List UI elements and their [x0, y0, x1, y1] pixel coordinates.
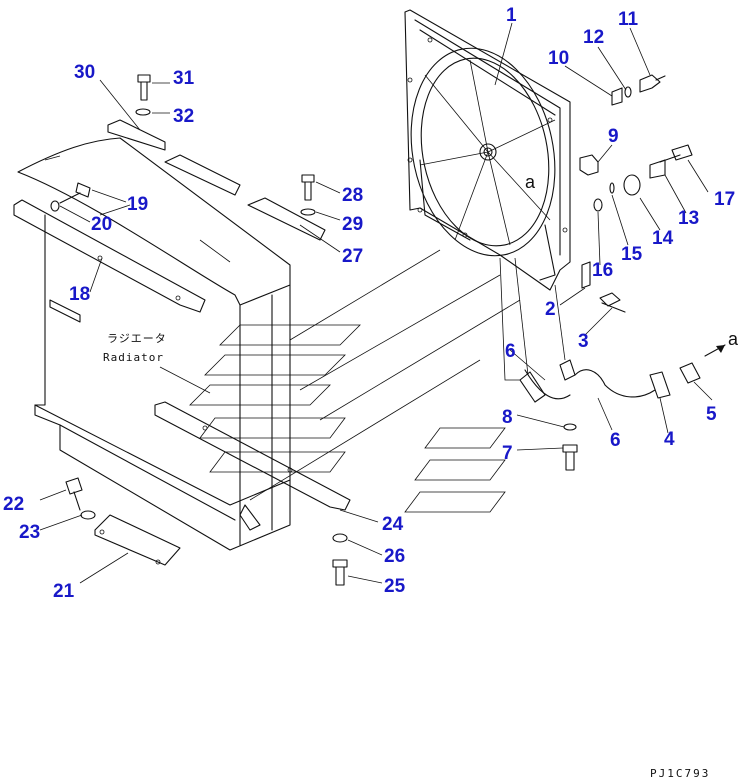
callout-4: 4	[664, 429, 675, 450]
callout-14: 14	[652, 228, 674, 249]
callout-8: 8	[502, 407, 513, 428]
callout-16: 16	[592, 260, 613, 281]
callout-10: 10	[548, 48, 569, 69]
callout-30: 30	[74, 62, 95, 83]
fan-shroud	[404, 9, 726, 471]
callout-20: 20	[91, 214, 112, 235]
callout-numbers: 1 2 3 4 5 6 6 7 8 9 10 11 12 13 14 15 16…	[3, 5, 735, 602]
callout-6-right: 6	[610, 430, 621, 451]
callout-2: 2	[545, 299, 556, 320]
drawing-code: PJ1C793	[650, 767, 710, 780]
exploded-guides	[189, 249, 521, 513]
callout-31: 31	[173, 68, 195, 89]
callout-32: 32	[173, 106, 194, 127]
callout-1: 1	[506, 5, 517, 26]
callout-29: 29	[342, 214, 363, 235]
callout-26: 26	[384, 546, 405, 567]
radiator-label-en: Radiator	[103, 351, 164, 364]
leader-lines	[39, 22, 713, 584]
callout-9: 9	[608, 126, 619, 147]
callout-11: 11	[618, 9, 639, 30]
callout-3: 3	[578, 331, 589, 352]
callout-7: 7	[502, 443, 513, 464]
callout-24: 24	[382, 514, 404, 535]
callout-18: 18	[69, 284, 90, 305]
callout-13: 13	[678, 208, 699, 229]
callout-6-left: 6	[505, 341, 516, 362]
radiator-assembly	[13, 74, 351, 586]
callout-25: 25	[384, 576, 406, 597]
callout-15: 15	[621, 244, 643, 265]
radiator-label-jp: ラジエータ	[107, 332, 167, 345]
callout-23: 23	[19, 522, 40, 543]
callout-5: 5	[706, 404, 717, 425]
callout-12: 12	[583, 27, 604, 48]
callout-17: 17	[714, 189, 735, 210]
callout-28: 28	[342, 185, 363, 206]
text-labels: ラジエータ Radiator a a PJ1C793	[103, 172, 739, 780]
callout-21: 21	[53, 581, 75, 602]
connector-a-arrow-label: a	[728, 329, 739, 349]
callout-22: 22	[3, 494, 24, 515]
connector-a-label: a	[525, 172, 536, 192]
callout-27: 27	[342, 246, 363, 267]
callout-19: 19	[127, 194, 148, 215]
